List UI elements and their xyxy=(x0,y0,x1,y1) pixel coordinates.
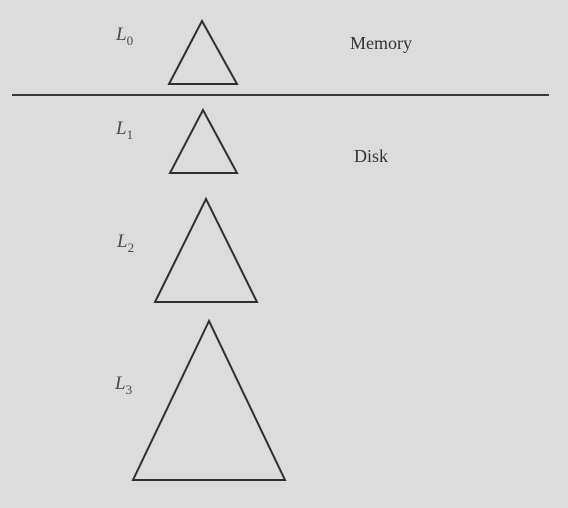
level-1-triangle xyxy=(168,107,239,174)
level-1-letter: L xyxy=(115,118,127,139)
level-0-letter: L xyxy=(115,24,127,45)
level-3-subscript: 3 xyxy=(126,382,133,397)
memory-region-label: Memory xyxy=(350,33,412,53)
level-3-label: L3 xyxy=(114,373,132,397)
level-3-triangle xyxy=(131,318,287,481)
level-3-letter: L xyxy=(114,373,126,394)
level-0-triangle xyxy=(167,18,239,85)
level-0-subscript: 0 xyxy=(127,33,134,48)
disk-region-label: Disk xyxy=(354,146,388,166)
level-1-subscript: 1 xyxy=(127,127,134,142)
level-2-subscript: 2 xyxy=(128,240,135,255)
level-2-letter: L xyxy=(116,231,128,252)
level-2-label: L2 xyxy=(116,231,134,255)
level-0-label: L0 xyxy=(115,24,133,48)
level-1-label: L1 xyxy=(115,118,133,142)
level-2-triangle xyxy=(153,196,259,303)
